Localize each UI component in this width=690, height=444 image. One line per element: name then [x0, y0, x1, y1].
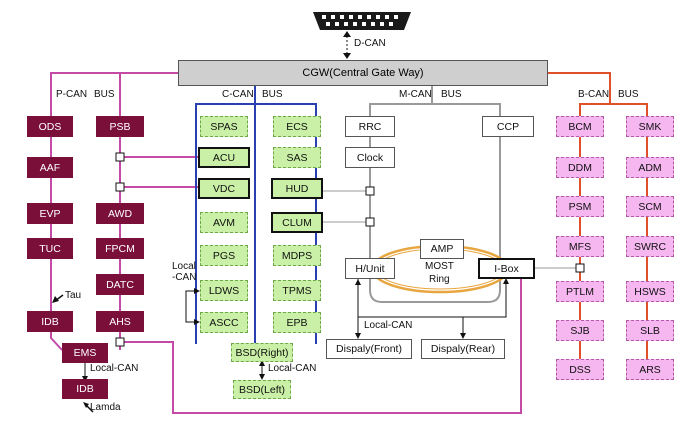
- ecu-hud: HUD: [271, 178, 323, 199]
- ecu-idb: IDB: [27, 311, 73, 332]
- ring-label: Ring: [429, 274, 450, 285]
- node-display-rear: Dispaly(Rear): [421, 339, 505, 359]
- ecu-fpcm: FPCM: [96, 238, 144, 259]
- node-hunit: H/Unit: [345, 258, 395, 279]
- ecu-bsd-right: BSD(Right): [231, 343, 293, 362]
- ecu-aaf: AAF: [27, 157, 73, 178]
- ecu-smk: SMK: [626, 116, 674, 137]
- obd-connector-icon: [313, 12, 411, 30]
- pcan-label: P-CAN: [56, 89, 88, 100]
- ecu-psb: PSB: [96, 116, 144, 137]
- ecu-vdc: VDC: [198, 178, 250, 199]
- pcan-local-can-label: Local-CAN: [90, 363, 139, 374]
- ccan-bus-label: BUS: [262, 89, 283, 100]
- bcan-bus-label: BUS: [618, 89, 639, 100]
- ecu-mfs: MFS: [556, 236, 604, 257]
- node-ibox: I-Box: [478, 258, 535, 279]
- dcan-label: D-CAN: [354, 38, 386, 49]
- node-ccp: CCP: [482, 116, 534, 137]
- ecu-sas: SAS: [273, 147, 321, 168]
- pcan-bus-label: BUS: [94, 89, 115, 100]
- node-clock: Clock: [345, 147, 395, 168]
- ecu-acu: ACU: [198, 147, 250, 168]
- ecu-ems: EMS: [62, 343, 108, 363]
- ecu-ecs: ECS: [273, 116, 321, 137]
- ecu-pgs: PGS: [200, 245, 248, 266]
- lamda-label: Lamda: [90, 402, 121, 413]
- ecu-awd: AWD: [96, 203, 144, 224]
- ecu-datc: DATC: [96, 274, 144, 295]
- ecu-adm: ADM: [626, 157, 674, 178]
- ecu-clum: CLUM: [271, 212, 323, 233]
- ecu-tpms: TPMS: [273, 280, 321, 301]
- ccan-label: C-CAN: [222, 89, 254, 100]
- ecu-evp: EVP: [27, 203, 73, 224]
- ecu-idb-lower: IDB: [62, 379, 108, 399]
- mcan-bus-label: BUS: [441, 89, 462, 100]
- ecu-ods: ODS: [27, 116, 73, 137]
- most-label: MOST: [425, 261, 454, 272]
- ccan-local-can-label: Local -CAN: [172, 261, 197, 283]
- ecu-ascc: ASCC: [200, 312, 248, 333]
- ecu-scm: SCM: [626, 196, 674, 217]
- ecu-sjb: SJB: [556, 320, 604, 341]
- mcan-local-can-label: Local-CAN: [364, 320, 413, 331]
- ecu-ptlm: PTLM: [556, 281, 604, 302]
- tau-label: Tau: [65, 290, 82, 301]
- ecu-bsd-left: BSD(Left): [233, 380, 291, 399]
- bsd-local-can-label: Local-CAN: [268, 363, 317, 374]
- ecu-slb: SLB: [626, 320, 674, 341]
- node-rrc: RRC: [345, 116, 395, 137]
- node-amp: AMP: [420, 239, 464, 259]
- ecu-dss: DSS: [556, 359, 604, 380]
- bcan-label: B-CAN: [578, 89, 610, 100]
- ecu-ldws: LDWS: [200, 280, 248, 301]
- ecu-spas: SPAS: [200, 116, 248, 137]
- ecu-tuc: TUC: [27, 238, 73, 259]
- ecu-hsws: HSWS: [626, 281, 674, 302]
- ecu-avm: AVM: [200, 212, 248, 233]
- ecu-mdps: MDPS: [273, 245, 321, 266]
- ecu-ddm: DDM: [556, 157, 604, 178]
- ecu-ars: ARS: [626, 359, 674, 380]
- ecu-ahs: AHS: [96, 311, 144, 332]
- mcan-label: M-CAN: [399, 89, 432, 100]
- ecu-swrc: SWRC: [626, 236, 674, 257]
- ecu-bcm: BCM: [556, 116, 604, 137]
- cgw-gateway: CGW(Central Gate Way): [178, 60, 548, 86]
- node-display-front: Dispaly(Front): [326, 339, 412, 359]
- ecu-psm: PSM: [556, 196, 604, 217]
- ecu-epb: EPB: [273, 312, 321, 333]
